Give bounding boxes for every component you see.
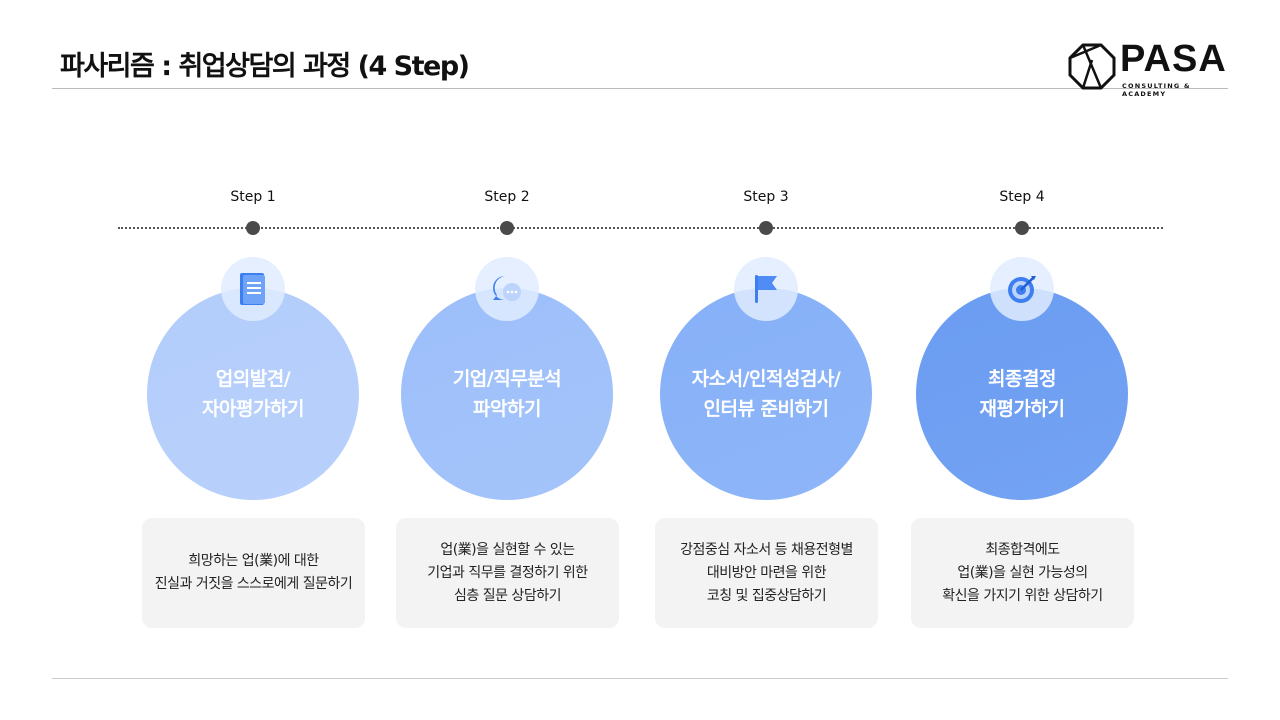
timeline-marker <box>759 221 773 235</box>
step-title-line: 자아평가하기 <box>202 398 304 420</box>
step-desc-line: 확신을 가지기 위한 상담하기 <box>942 587 1103 604</box>
logo-tagline: CONSULTING & ACADEMY <box>1122 82 1191 98</box>
pasa-logo: PASA CONSULTING & ACADEMY <box>1068 38 1238 98</box>
page-title: 파사리즘 : 취업상담의 과정 (4 Step) <box>60 51 470 82</box>
step-title-line: 기업/직무분석 <box>452 368 562 390</box>
footer-divider <box>52 678 1228 679</box>
step-title-line: 자소서/인적성검사/ <box>691 368 841 390</box>
step-title-line: 업의발견/ <box>215 368 291 390</box>
timeline-dotted-line <box>118 227 1163 229</box>
logo-word: PASA <box>1120 38 1227 80</box>
step-label: Step 2 <box>484 189 530 205</box>
logo-octagon-icon <box>1068 43 1116 90</box>
step-circle: 자소서/인적성검사/인터뷰 준비하기 <box>660 288 872 500</box>
step-label: Step 1 <box>230 189 276 205</box>
flag-icon <box>734 257 798 321</box>
step-circle: 업의발견/자아평가하기 <box>147 288 359 500</box>
step-desc-line: 기업과 직무를 결정하기 위한 <box>427 564 588 581</box>
step-label: Step 3 <box>743 189 789 205</box>
step-desc-line: 희망하는 업(業)에 대한 <box>188 553 319 569</box>
step-title-line: 재평가하기 <box>979 398 1065 420</box>
step-title-line: 인터뷰 준비하기 <box>703 398 829 420</box>
step-label: Step 4 <box>999 189 1045 205</box>
chat-bubble-icon <box>475 257 539 321</box>
step-desc-line: 최종합격에도 <box>985 541 1060 558</box>
timeline-marker <box>1015 221 1029 235</box>
step-desc-line: 업(業)을 실현 가능성의 <box>957 564 1088 581</box>
target-icon <box>990 257 1054 321</box>
step-desc-line: 대비방안 마련을 위한 <box>706 564 827 581</box>
step-desc-line: 심층 질문 상담하기 <box>454 587 561 604</box>
step-desc-line: 업(業)을 실현할 수 있는 <box>440 541 575 558</box>
step-title-line: 파악하기 <box>473 398 541 420</box>
timeline-marker <box>246 221 260 235</box>
step-desc-line: 강점중심 자소서 등 채용전형별 <box>680 541 853 558</box>
document-icon <box>221 257 285 321</box>
timeline-marker <box>500 221 514 235</box>
step-desc-line: 코칭 및 집중상담하기 <box>706 587 827 604</box>
step-title-line: 최종결정 <box>988 368 1056 390</box>
header-divider <box>52 88 1228 89</box>
step-desc-line: 진실과 거짓을 스스로에게 질문하기 <box>154 576 353 592</box>
